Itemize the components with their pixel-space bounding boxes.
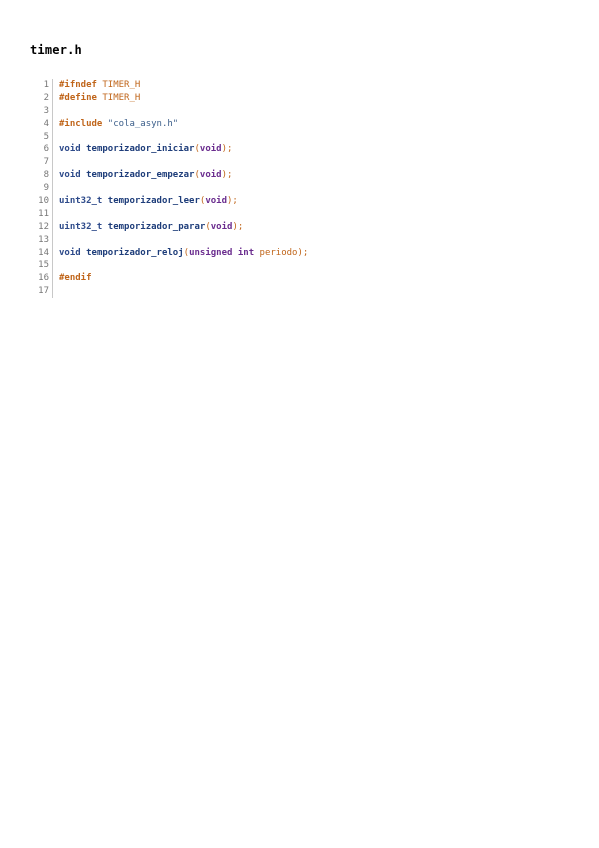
code-token: ( — [205, 221, 211, 232]
line-number: 14 — [30, 246, 53, 260]
code-token: void — [205, 196, 228, 207]
line-number: 11 — [30, 207, 53, 221]
code-token: TIMER_H — [102, 92, 141, 103]
code-token: ( — [194, 170, 200, 181]
line-content: #define TIMER_H — [59, 92, 140, 105]
line-number: 13 — [30, 233, 53, 247]
code-token: ); — [227, 196, 238, 207]
line-number: 16 — [30, 272, 53, 286]
code-token: temporizador_parar — [107, 221, 206, 232]
line-number: 9 — [30, 182, 53, 196]
code-token: unsigned — [189, 247, 233, 258]
code-token: void — [199, 144, 222, 155]
code-token: ( — [199, 196, 206, 207]
code-line: 9 — [30, 182, 308, 196]
code-line: 4 #include "cola_asyn.h" — [30, 117, 308, 131]
line-number: 7 — [30, 156, 53, 170]
code-token: int — [237, 247, 255, 258]
code-line: 17 — [30, 285, 308, 299]
line-number: 15 — [30, 259, 53, 273]
file-title: timer.h — [30, 43, 82, 57]
line-content: void temporizador_empezar(void); — [59, 169, 232, 182]
line-content: void temporizador_reloj(unsigned int per… — [59, 247, 308, 260]
code-token: void — [59, 247, 81, 258]
code-line: 7 — [30, 156, 308, 170]
code-token: temporizador_leer — [107, 196, 200, 207]
line-content: void temporizador_iniciar(void); — [59, 143, 232, 156]
line-number: 5 — [30, 130, 53, 144]
code-token: #endif — [59, 273, 92, 284]
code-line: 2 #define TIMER_H — [30, 91, 308, 105]
line-content: #ifndef TIMER_H — [59, 79, 140, 92]
line-content: uint32_t temporizador_leer(void); — [59, 195, 238, 208]
code-token: periodo — [259, 247, 298, 258]
code-line: 16 #endif — [30, 272, 308, 286]
line-number: 17 — [30, 285, 53, 299]
code-token: void — [210, 221, 233, 232]
code-token: uint32_t — [59, 221, 103, 232]
code-token: temporizador_empezar — [86, 170, 195, 181]
line-number: 12 — [30, 220, 53, 234]
line-content: #include "cola_asyn.h" — [59, 118, 178, 131]
code-token: void — [59, 144, 81, 155]
code-token: ); — [221, 144, 233, 155]
code-token: "cola_asyn.h" — [107, 118, 179, 129]
code-line: 14 void temporizador_reloj(unsigned int p… — [30, 246, 308, 260]
code-line: 13 — [30, 233, 308, 247]
code-token: void — [199, 170, 222, 181]
line-number: 10 — [30, 195, 53, 208]
code-line: 1 #ifndef TIMER_H — [30, 79, 308, 92]
code-line: 11 — [30, 207, 308, 221]
line-number: 6 — [30, 143, 53, 157]
code-token: ); — [297, 247, 309, 258]
line-content: uint32_t temporizador_parar(void); — [59, 221, 243, 234]
line-number: 8 — [30, 169, 53, 183]
code-token: #ifndef — [59, 80, 97, 90]
code-token: ); — [232, 221, 244, 232]
line-number: 1 — [30, 79, 53, 92]
code-token: temporizador_reloj — [86, 247, 184, 258]
code-token: #define — [59, 92, 97, 103]
code-line: 10 uint32_t temporizador_leer(void); — [30, 195, 308, 208]
code-token: void — [59, 170, 81, 181]
code-token: temporizador_iniciar — [86, 144, 195, 155]
code-token: TIMER_H — [102, 80, 141, 90]
line-number: 2 — [30, 91, 53, 105]
code-token: ); — [221, 170, 233, 181]
code-token: #include — [59, 118, 103, 129]
line-number: 4 — [30, 117, 53, 131]
code-line: 15 — [30, 259, 308, 273]
line-number: 3 — [30, 104, 53, 118]
code-token: uint32_t — [59, 196, 103, 207]
line-content: #endif — [59, 272, 92, 285]
code-token: ( — [183, 247, 190, 258]
code-token: ( — [194, 144, 200, 155]
code-line: 5 — [30, 130, 308, 144]
code-line: 3 — [30, 104, 308, 118]
code-line: 12 uint32_t temporizador_parar(void); — [30, 220, 308, 234]
